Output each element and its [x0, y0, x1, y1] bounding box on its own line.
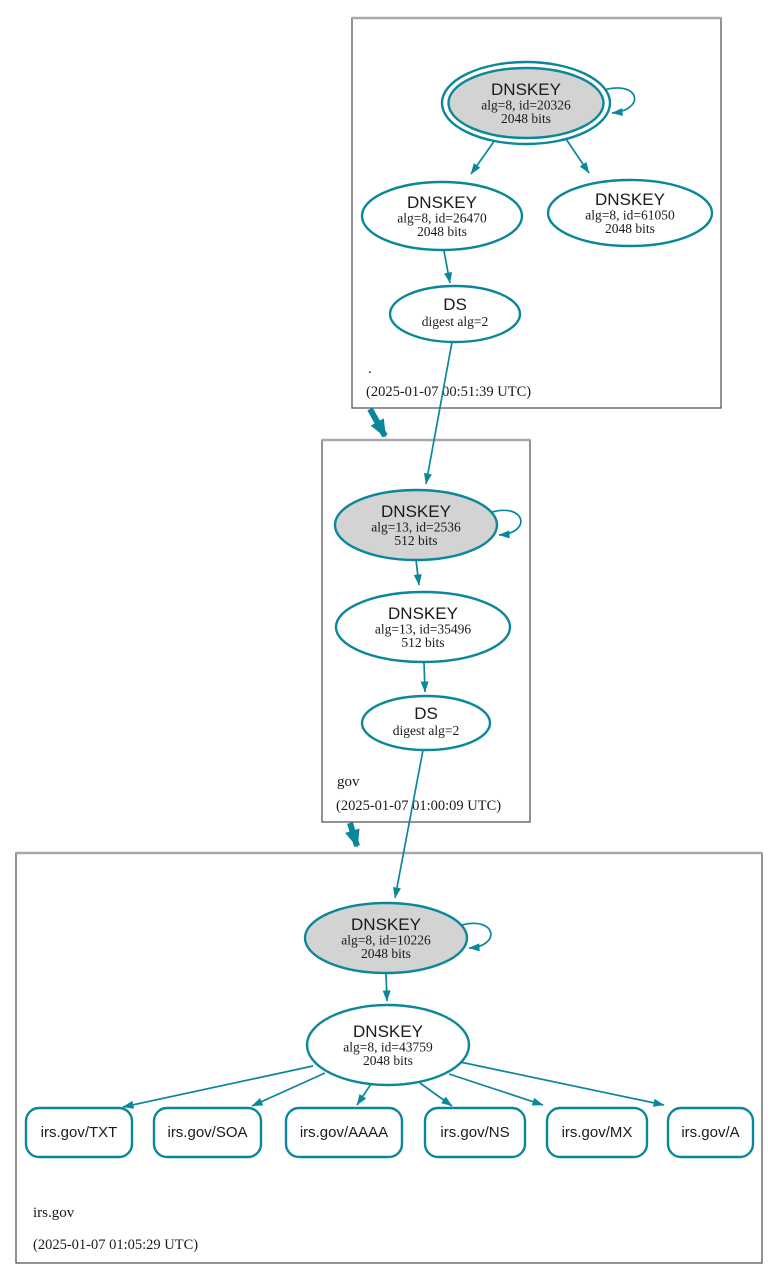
rrset-ns-box [423, 1106, 527, 1159]
gov-zsk-title: DNSKEY [388, 604, 458, 623]
root-zsk-61050-title: DNSKEY [595, 190, 665, 209]
node-root-zsk-61050: DNSKEY alg=8, id=61050 2048 bits [546, 178, 714, 248]
rrset-txt-box [24, 1106, 134, 1159]
edge-irs-zsk-to-a [459, 1061, 665, 1107]
edge-irs-zsk-to-ns [419, 1082, 453, 1107]
zone-timestamp-gov: (2025-01-07 01:00:09 UTC) [336, 798, 501, 814]
rrset-ns-label: irs.gov/NS [440, 1124, 509, 1141]
edge-root-zone-to-gov-zone [367, 407, 388, 438]
gov-ksk-bits: 512 bits [394, 533, 437, 548]
node-gov-ksk-dnskey: DNSKEY alg=13, id=2536 512 bits [333, 488, 499, 562]
root-zsk-26470-detail: alg=8, id=26470 [397, 211, 487, 226]
root-zsk-26470-bits: 2048 bits [417, 224, 467, 239]
rrset-mx-box [545, 1106, 649, 1159]
gov-ds-ellipse [360, 694, 492, 752]
gov-ksk-title: DNSKEY [381, 502, 451, 521]
root-zsk-26470-ellipse [360, 180, 524, 252]
gov-ds-detail: digest alg=2 [393, 723, 459, 738]
irs-ksk-title: DNSKEY [351, 915, 421, 934]
irs-ksk-detail: alg=8, id=10226 [341, 933, 431, 948]
edge-gov-ksk-self-loop [491, 509, 522, 539]
edge-irs-ksk-self-loop [461, 922, 492, 952]
node-rrset-irs-a: irs.gov/A [666, 1106, 755, 1159]
node-root-ds: DS digest alg=2 [388, 284, 522, 344]
gov-zsk-ellipse [334, 590, 512, 664]
zone-timestamp-root: (2025-01-07 00:51:39 UTC) [366, 384, 531, 400]
gov-zsk-bits: 512 bits [401, 635, 444, 650]
zone-label-irs: irs.gov [33, 1205, 75, 1221]
root-zsk-61050-detail: alg=8, id=61050 [585, 208, 675, 223]
node-gov-ds: DS digest alg=2 [360, 694, 492, 752]
edge-irs-zsk-to-aaaa [356, 1083, 372, 1106]
node-root-zsk-26470: DNSKEY alg=8, id=26470 2048 bits [360, 180, 524, 252]
gov-zsk-detail: alg=13, id=35496 [375, 622, 471, 637]
rrset-mx-label: irs.gov/MX [562, 1124, 633, 1141]
edge-root-ksk-to-zsk-61050 [563, 135, 590, 174]
node-rrset-irs-txt: irs.gov/TXT [24, 1106, 134, 1159]
edge-irs-zsk-to-soa [251, 1072, 326, 1107]
zone-timestamp-irs: (2025-01-07 01:05:29 UTC) [33, 1237, 198, 1253]
node-rrset-irs-ns: irs.gov/NS [423, 1106, 527, 1159]
rrset-txt-label: irs.gov/TXT [41, 1124, 118, 1141]
rrset-a-label: irs.gov/A [681, 1124, 739, 1141]
root-ksk-inner-ellipse [447, 66, 605, 140]
edge-gov-ds-to-irs-ksk [393, 749, 424, 899]
irs-zsk-title: DNSKEY [353, 1022, 423, 1041]
rrset-a-box [666, 1106, 755, 1159]
rrset-aaaa-box [284, 1106, 404, 1159]
edge-gov-zsk-to-ds [420, 661, 429, 693]
root-zsk-26470-title: DNSKEY [407, 193, 477, 212]
root-ds-detail: digest alg=2 [422, 314, 488, 329]
root-zsk-61050-bits: 2048 bits [605, 221, 655, 236]
irs-zsk-detail: alg=8, id=43759 [343, 1040, 433, 1055]
edge-root-ksk-self-loop [603, 87, 636, 117]
rrset-soa-label: irs.gov/SOA [167, 1124, 247, 1141]
edge-irs-zsk-to-txt [122, 1065, 314, 1109]
root-ds-ellipse [388, 284, 522, 344]
edge-root-ksk-to-zsk-26470 [470, 139, 496, 175]
root-ksk-detail: alg=8, id=20326 [481, 98, 571, 113]
node-rrset-irs-mx: irs.gov/MX [545, 1106, 649, 1159]
node-irs-zsk-dnskey: DNSKEY alg=8, id=43759 2048 bits [305, 1003, 471, 1087]
zone-label-root: . [368, 361, 372, 377]
rrset-aaaa-label: irs.gov/AAAA [300, 1124, 388, 1141]
zone-label-gov: gov [337, 774, 360, 790]
irs-ksk-ellipse [303, 901, 469, 975]
edge-irs-ksk-to-zsk [382, 972, 391, 1002]
irs-ksk-bits: 2048 bits [361, 946, 411, 961]
edge-root-ds-to-gov-ksk [423, 341, 453, 485]
edge-gov-zone-to-irs-zone [345, 822, 360, 848]
root-ds-title: DS [443, 295, 467, 314]
root-zsk-61050-ellipse [546, 178, 714, 248]
rrset-soa-box [152, 1106, 263, 1159]
edge-irs-zsk-to-mx [448, 1073, 544, 1106]
node-rrset-irs-soa: irs.gov/SOA [152, 1106, 263, 1159]
root-ksk-title: DNSKEY [491, 80, 561, 99]
node-gov-zsk-dnskey: DNSKEY alg=13, id=35496 512 bits [334, 590, 512, 664]
root-ksk-bits: 2048 bits [501, 111, 551, 126]
irs-zsk-ellipse [305, 1003, 471, 1087]
irs-zsk-bits: 2048 bits [363, 1053, 413, 1068]
node-rrset-irs-aaaa: irs.gov/AAAA [284, 1106, 404, 1159]
node-root-ksk-dnskey: DNSKEY alg=8, id=20326 2048 bits [440, 60, 612, 146]
edge-root-zsk-to-ds [443, 250, 452, 284]
gov-ksk-detail: alg=13, id=2536 [371, 520, 461, 535]
edge-gov-ksk-to-zsk [413, 559, 422, 586]
node-irs-ksk-dnskey: DNSKEY alg=8, id=10226 2048 bits [303, 901, 469, 975]
gov-ksk-ellipse [333, 488, 499, 562]
gov-ds-title: DS [414, 704, 438, 723]
